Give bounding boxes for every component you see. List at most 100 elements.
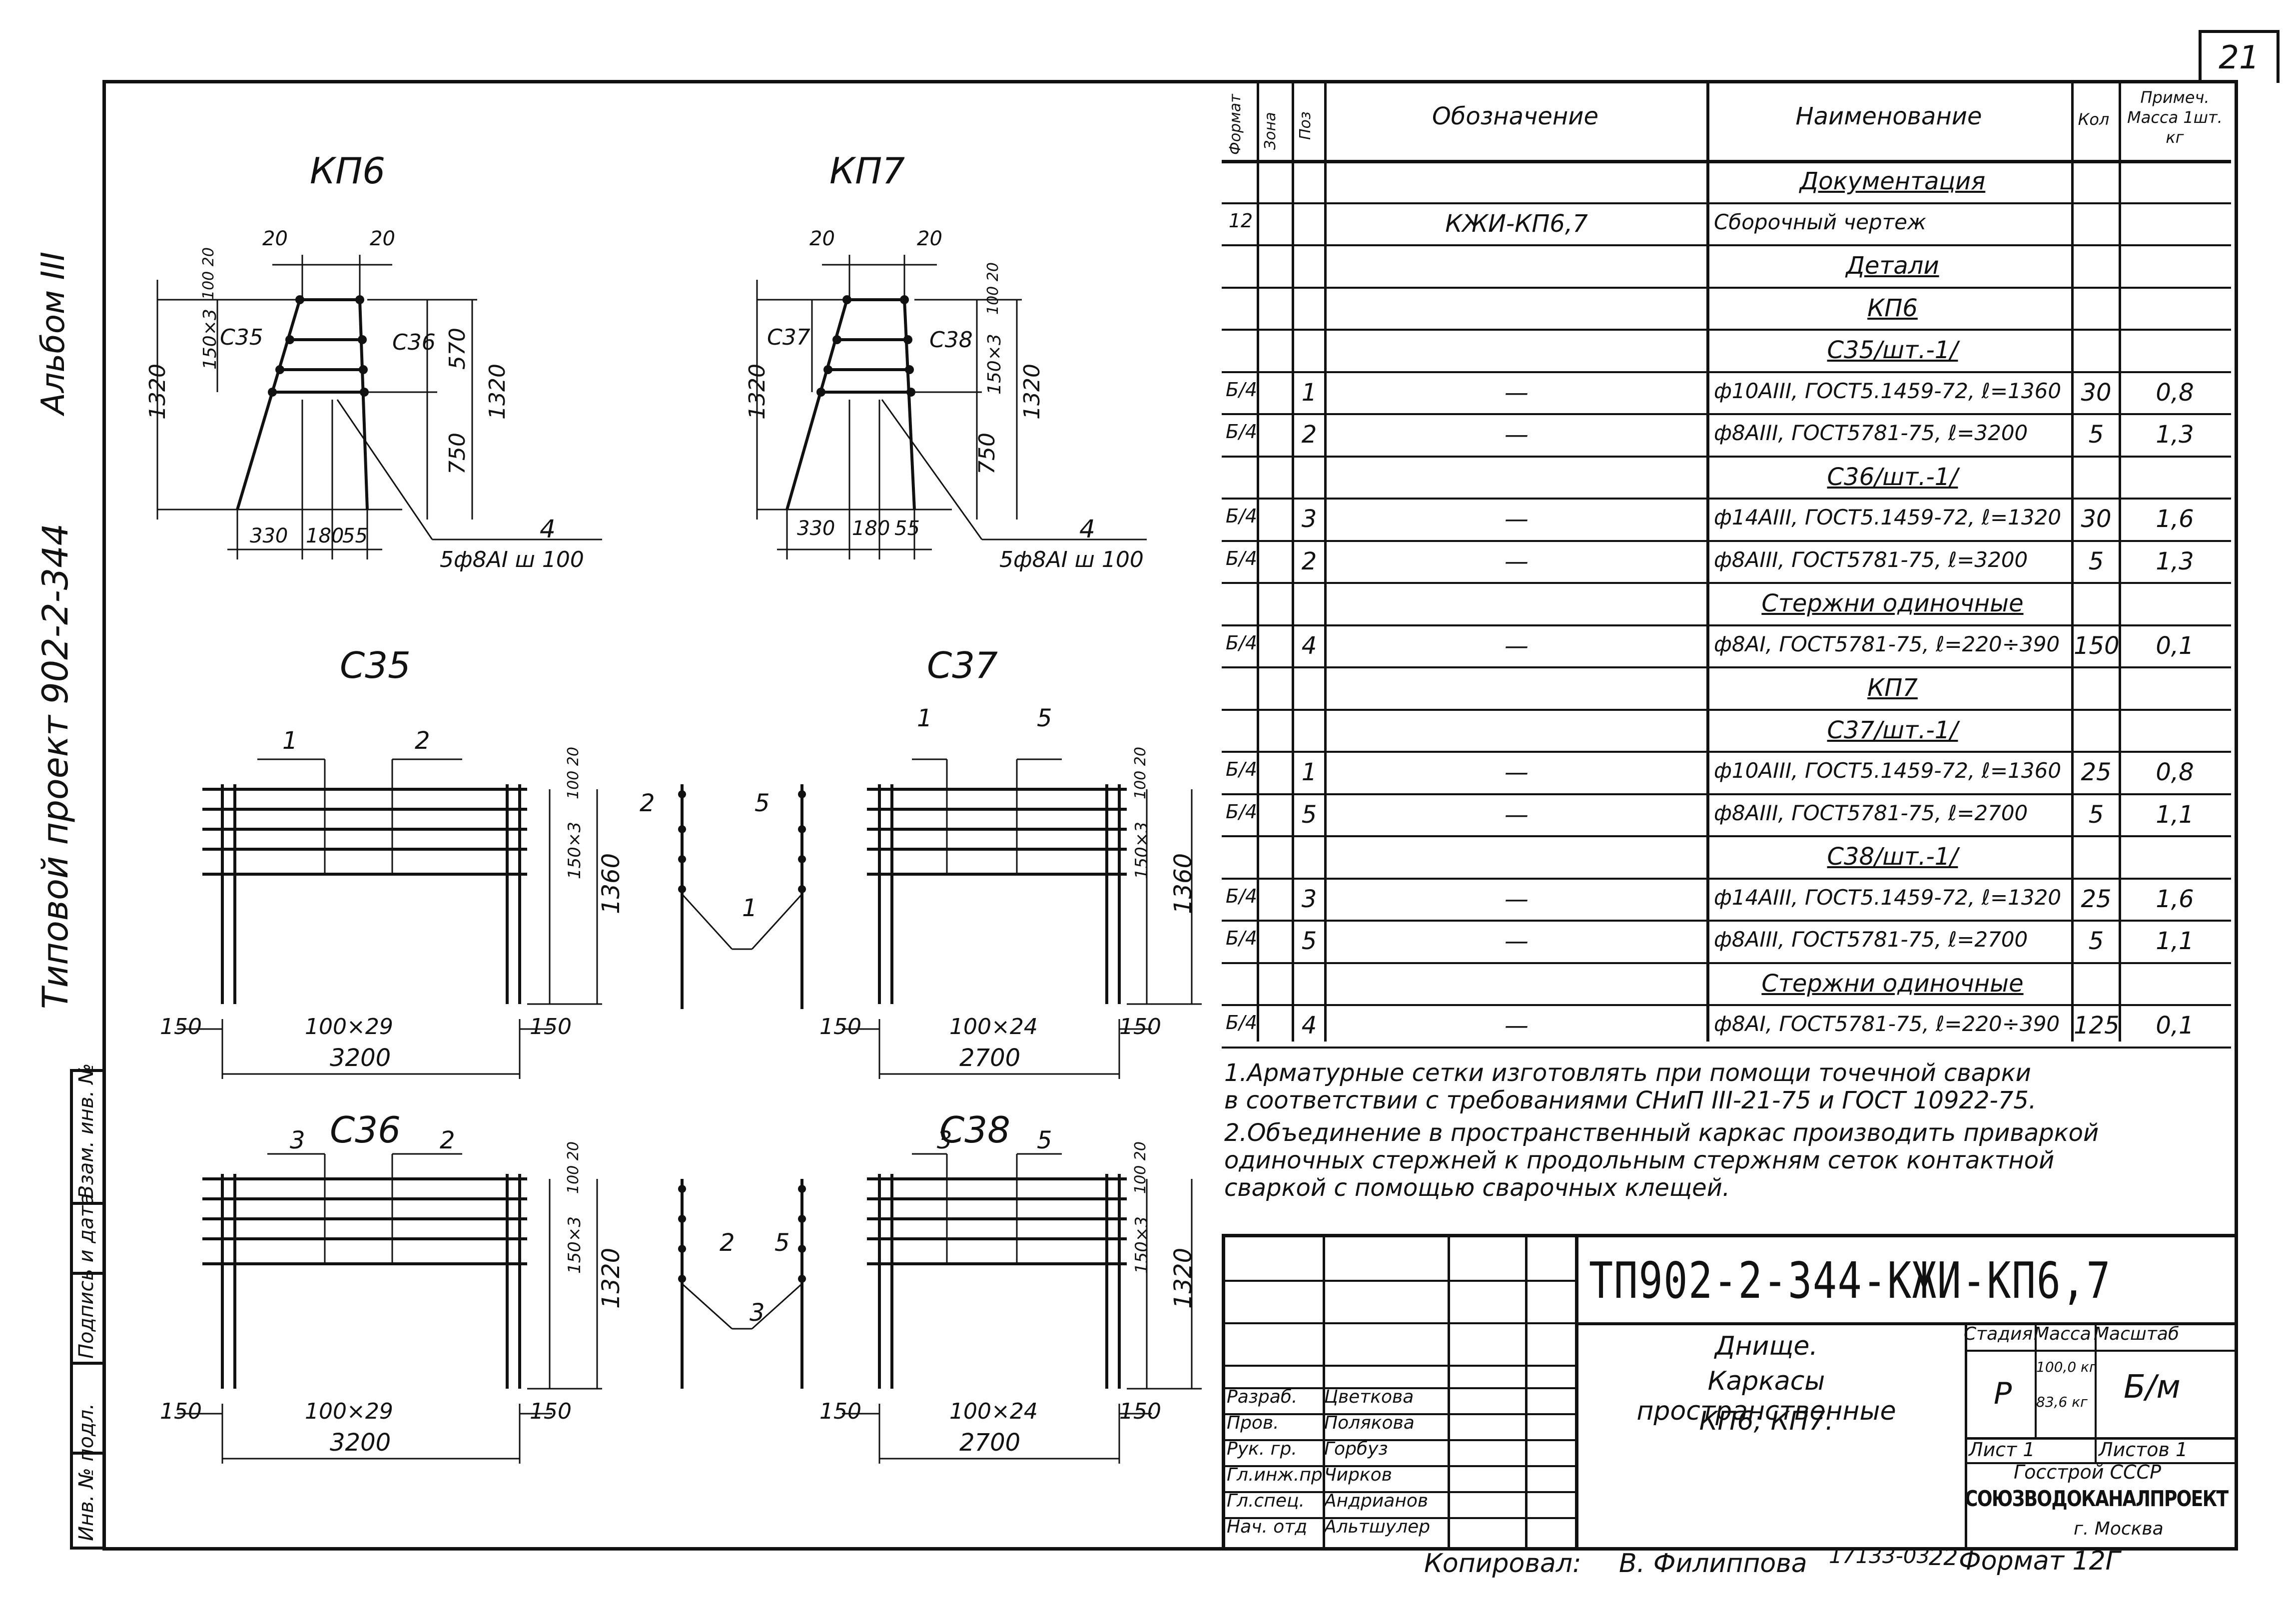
spec-row-line	[1222, 624, 2231, 626]
side-top-a: 2	[640, 789, 655, 817]
spec-cell-designation: —	[1505, 885, 1529, 913]
spec-cell-name: С37/шт.-1/	[1827, 716, 1958, 744]
stamp-inv-podl: Инв. № подл.	[75, 1403, 98, 1541]
title-block	[1222, 1234, 2235, 1547]
mass-label: Масса	[2034, 1324, 2091, 1344]
spec-cell-qty: 5	[2088, 421, 2104, 449]
kp6-h-total-right: 1320	[485, 364, 510, 420]
kp7-title: КП7	[829, 150, 905, 192]
kp7-h-total-left: 1320	[745, 364, 770, 420]
spec-row-line	[1222, 962, 2231, 964]
spec-row-line	[1222, 666, 2231, 668]
kp6-section	[156, 255, 602, 559]
scale-value: Б/м	[2124, 1369, 2181, 1406]
scale-label: Масштаб	[2094, 1324, 2180, 1344]
spec-row-line	[1222, 371, 2231, 373]
spec-row-line	[1222, 877, 2231, 880]
spec-cell-qty: 5	[2088, 547, 2104, 575]
footer-format: Формат 12Г	[1959, 1546, 2120, 1576]
spec-cell-name: Документация	[1799, 167, 1986, 195]
spec-cell-name: ф8АIII, ГОСТ5781-75, ℓ=3200	[1714, 421, 2028, 445]
title-line-1: Днище.	[1715, 1331, 1818, 1361]
stamp-vzam: Взам. инв. №	[75, 1063, 98, 1199]
spec-cell-pos: 5	[1301, 800, 1317, 829]
spec-cell-designation: КЖИ-КП6,7	[1445, 209, 1588, 238]
side-bottom-a: 2	[720, 1229, 735, 1257]
title-code: ТП902-2-344-КЖИ-КП6,7	[1589, 1251, 2112, 1310]
spec-row-line	[1222, 793, 2231, 795]
drawing-frame	[102, 80, 2238, 1551]
spec-cell-designation: —	[1505, 378, 1529, 407]
spec-row-line	[1222, 920, 2231, 922]
spec-header-format: Формат	[1227, 94, 1244, 155]
spec-cell-note: 1,1	[2156, 927, 2194, 955]
c37-pitch: 150×3	[1132, 821, 1152, 879]
kp6-mesh-left: С35	[220, 325, 263, 350]
spec-cell-pos: 3	[1301, 505, 1317, 533]
c38-height: 1320	[1169, 1247, 1197, 1309]
spec-cell-qty: 25	[2081, 885, 2112, 913]
c36-height: 1320	[597, 1247, 625, 1309]
c38-left-ext: 150	[819, 1399, 861, 1424]
spec-cell-format: Б/4	[1226, 885, 1256, 907]
spec-cell-name: С35/шт.-1/	[1827, 336, 1958, 364]
note-line-5: сваркой с помощью сварочных клещей.	[1224, 1174, 1730, 1202]
spec-header-designation: Обозначение	[1432, 102, 1599, 130]
project-label: Типовой проект 902-2-344	[35, 523, 76, 1009]
spec-header-note: Примеч. Масса 1шт. кг	[2127, 88, 2223, 147]
signature-name: Андрианов	[1324, 1491, 1429, 1511]
c38-title: С38	[939, 1109, 1010, 1151]
kp6-title: КП6	[310, 150, 386, 192]
kp6-top-small: 100 20	[200, 247, 217, 300]
c35-pos-left: 1	[282, 727, 298, 755]
c38-grid: 100×24	[949, 1399, 1038, 1424]
spec-cell-format: Б/4	[1226, 378, 1256, 401]
c35-pos-right: 2	[415, 727, 430, 755]
signature-role: Гл.инж.пр	[1227, 1465, 1323, 1485]
spec-cell-pos: 1	[1301, 758, 1317, 786]
spec-cell-qty: 125	[2074, 1012, 2119, 1040]
footer-copier: В. Филиппова	[1619, 1549, 1807, 1579]
kp7-b2: 180	[852, 517, 890, 540]
spec-cell-designation: —	[1505, 927, 1529, 955]
c36-pos-right: 2	[440, 1126, 455, 1154]
spec-header-row	[1222, 80, 2231, 163]
kp7-dim-top-left: 20	[809, 227, 835, 250]
signature-role: Разраб.	[1227, 1387, 1298, 1407]
spec-cell-format: Б/4	[1226, 800, 1256, 823]
spec-cell-name: ф10АIII, ГОСТ5.1459-72, ℓ=1360	[1714, 758, 2062, 783]
footer-order: 17133-03	[1829, 1544, 1930, 1568]
spec-cell-note: 0,1	[2156, 1012, 2194, 1040]
note-line-1: 1.Арматурные сетки изготовлять при помощ…	[1224, 1059, 2031, 1087]
album-label: Альбом III	[35, 251, 72, 415]
c38-right-ext: 150	[1119, 1399, 1161, 1424]
spec-row-line	[1222, 708, 2231, 711]
spec-header-qty: Кол	[2078, 110, 2110, 129]
mass-value-2: 83,6 кг	[2036, 1394, 2088, 1410]
c37-pos-right: 5	[1037, 704, 1052, 732]
kp7-pitch: 150×3	[984, 334, 1005, 395]
spec-cell-name: ф14АIII, ГОСТ5.1459-72, ℓ=1320	[1714, 505, 2062, 530]
kp7-dim-top-right: 20	[917, 227, 942, 250]
side-view-bottom	[681, 1179, 803, 1389]
c35-top-small: 100 20	[565, 747, 582, 799]
spec-row-line	[1222, 498, 2231, 500]
kp6-b1: 330	[250, 525, 288, 547]
kp7-leader-spec: 5ф8АI ш 100	[999, 547, 1144, 572]
spec-row-line	[1222, 244, 2231, 246]
side-view-top	[681, 784, 803, 1009]
c36-title: С36	[330, 1109, 401, 1151]
c36-top-small: 100 20	[565, 1141, 582, 1194]
spec-cell-note: 1,6	[2156, 885, 2194, 913]
kp7-b3: 55	[894, 517, 920, 540]
spec-row-line	[1222, 455, 2231, 458]
c35-total: 3200	[330, 1044, 391, 1072]
spec-cell-qty: 30	[2081, 378, 2112, 407]
spec-row-line	[1222, 751, 2231, 753]
spec-cell-qty: 5	[2088, 800, 2104, 829]
stamp-sign-date: Подпись и дата	[75, 1193, 98, 1359]
spec-cell-qty: 150	[2074, 631, 2119, 660]
spec-cell-qty: 5	[2088, 927, 2104, 955]
spec-cell-designation: —	[1505, 758, 1529, 786]
kp6-h-top: 570	[445, 328, 470, 370]
